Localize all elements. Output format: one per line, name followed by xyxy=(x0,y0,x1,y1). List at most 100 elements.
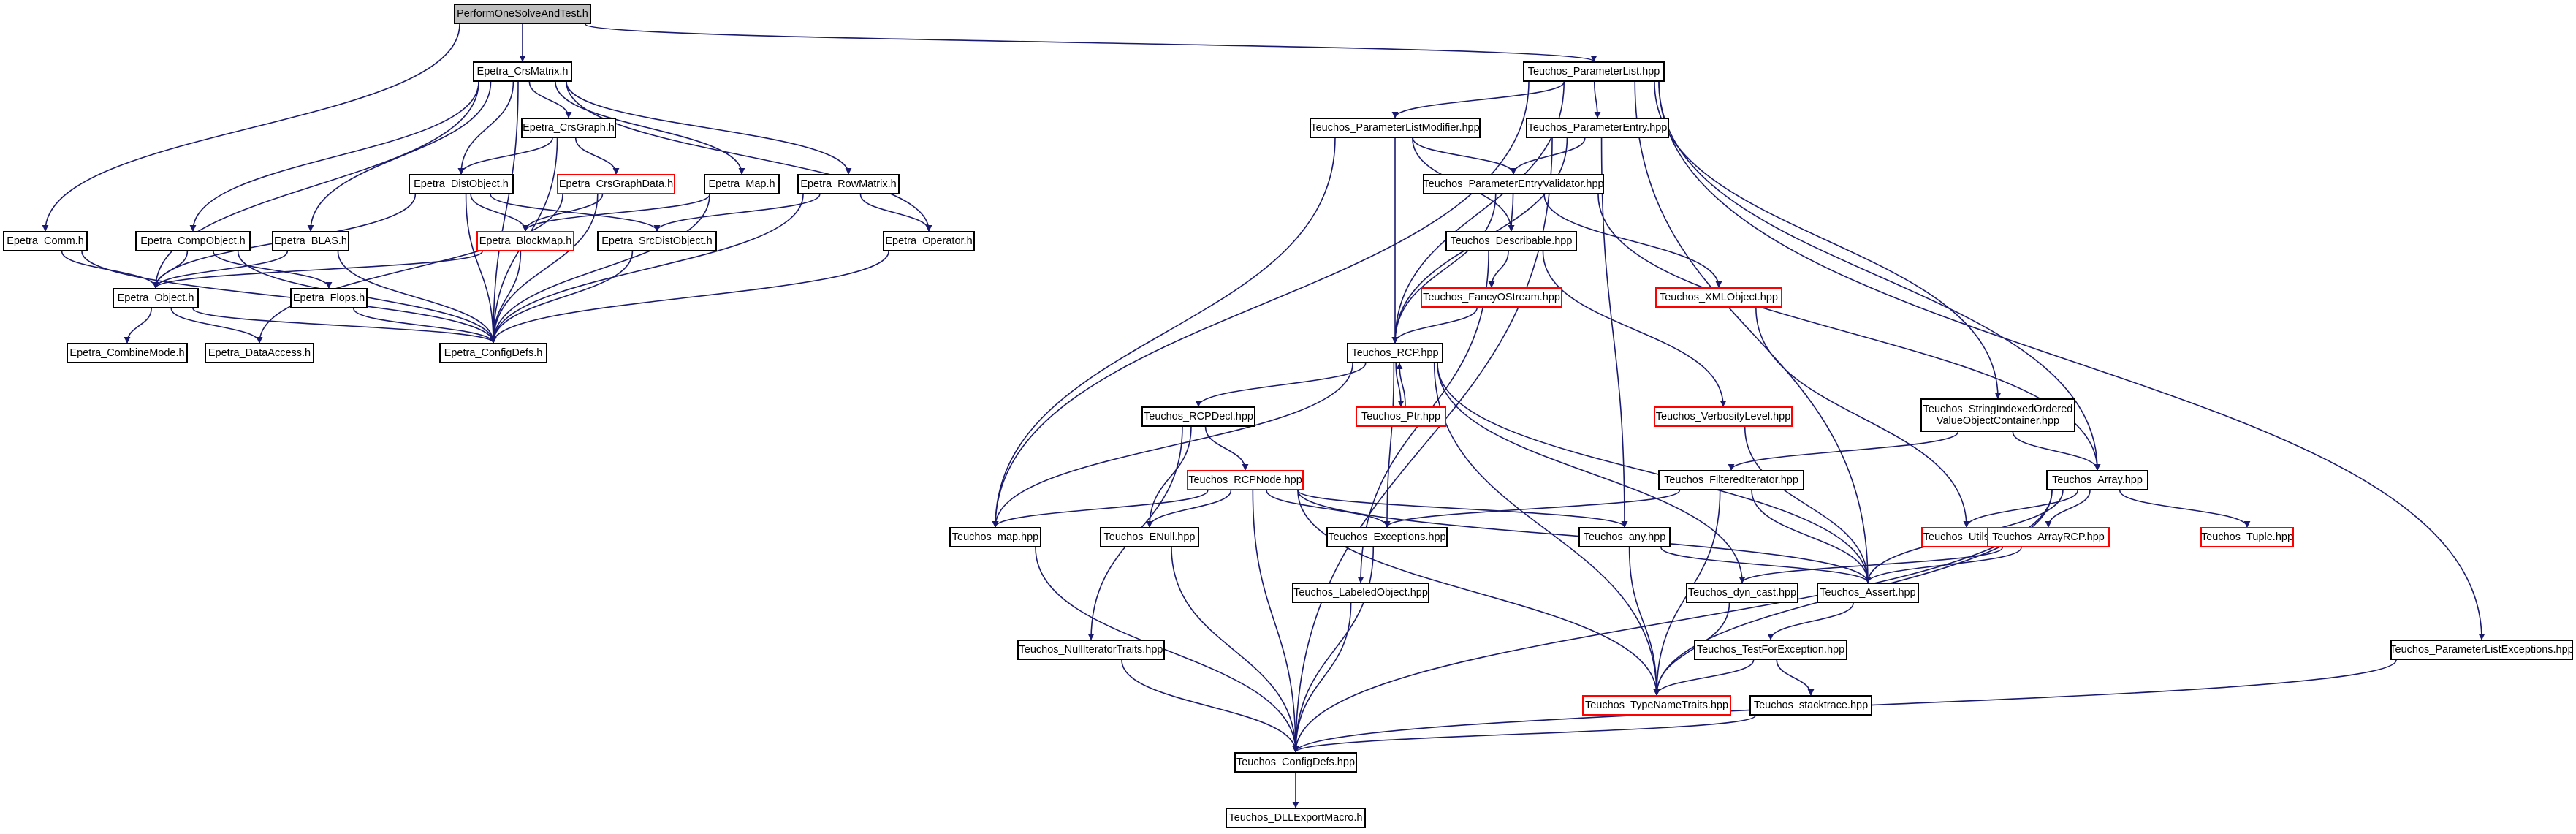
node-teuchos-verbositylevel[interactable]: Teuchos_VerbosityLevel.hpp xyxy=(1654,406,1793,427)
node-label: Epetra_CrsGraphData.h xyxy=(558,178,674,190)
edge-teuchos_testforexception-to-teuchos_stacktrace xyxy=(1776,659,1815,696)
node-teuchos-testforexception[interactable]: Teuchos_TestForException.hpp xyxy=(1694,640,1847,660)
node-label: Teuchos_LabeledObject.hpp xyxy=(1293,587,1428,599)
edge-epetra_crsgraph-to-epetra_crsgraphdata xyxy=(574,137,620,175)
edge-teuchos_rcp-to-teuchos_exceptions xyxy=(1383,363,1395,528)
node-epetra-compobject[interactable]: Epetra_CompObject.h xyxy=(135,231,251,251)
node-teuchos-stacktrace[interactable]: Teuchos_stacktrace.hpp xyxy=(1749,695,1872,716)
node-epetra-object[interactable]: Epetra_Object.h xyxy=(113,288,199,308)
edge-teuchos_stacktrace-to-teuchos_configdefs xyxy=(1292,715,1756,753)
edge-teuchos_stringindexed-to-teuchos_filterediterator xyxy=(1728,431,1959,471)
node-epetra-map[interactable]: Epetra_Map.h xyxy=(704,174,780,194)
node-label: Teuchos_VerbosityLevel.hpp xyxy=(1655,411,1791,422)
edge-teuchos_dyn_cast-to-teuchos_typenametraits xyxy=(1653,602,1730,696)
edge-teuchos_rcpnode-to-teuchos_typenametraits xyxy=(1297,490,1660,696)
node-epetra-crsgraphdata[interactable]: Epetra_CrsGraphData.h xyxy=(557,174,675,194)
edge-teuchos_rcp-to-teuchos_map xyxy=(992,363,1353,528)
node-teuchos-rcp[interactable]: Teuchos_RCP.hpp xyxy=(1347,343,1443,363)
node-label: Teuchos_DLLExportMacro.h xyxy=(1228,812,1363,824)
node-teuchos-parameterlistexceptions[interactable]: Teuchos_ParameterListExceptions.hpp xyxy=(2390,640,2574,660)
edge-teuchos_map-to-teuchos_configdefs xyxy=(1035,547,1299,753)
node-label: Epetra_DistObject.h xyxy=(414,178,509,190)
node-teuchos-labeledobject[interactable]: Teuchos_LabeledObject.hpp xyxy=(1292,583,1429,603)
edge-epetra_rowmatrix-to-epetra_configdefs xyxy=(490,194,804,344)
edge-teuchos_rcpnode-to-teuchos_exceptions xyxy=(1266,490,1391,528)
edge-epetra_rowmatrix-to-epetra_srcdistobject xyxy=(653,194,821,232)
node-teuchos-enull[interactable]: Teuchos_ENull.hpp xyxy=(1100,527,1199,547)
node-teuchos-filterediterator[interactable]: Teuchos_FilteredIterator.hpp xyxy=(1658,470,1804,490)
edge-teuchos_arrayrcp-to-teuchos_dyn_cast xyxy=(1739,547,2003,583)
node-teuchos-dllexportmacro[interactable]: Teuchos_DLLExportMacro.h xyxy=(1226,808,1366,828)
node-label: Epetra_DataAccess.h xyxy=(208,347,311,359)
node-teuchos-assert[interactable]: Teuchos_Assert.hpp xyxy=(1817,583,1919,603)
node-label: Teuchos_ENull.hpp xyxy=(1103,531,1196,543)
edge-epetra_distobject-to-epetra_srcdistobject xyxy=(490,194,661,232)
node-teuchos-exceptions[interactable]: Teuchos_Exceptions.hpp xyxy=(1326,527,1448,547)
node-label: Teuchos_ParameterListExceptions.hpp xyxy=(2390,644,2574,656)
edge-teuchos_describable-to-teuchos_fancyostream xyxy=(1488,251,1509,288)
node-epetra-blockmap[interactable]: Epetra_BlockMap.h xyxy=(476,231,574,251)
edge-teuchos_parameterlist-to-teuchos_parameterentry xyxy=(1593,81,1601,118)
node-teuchos-tuple[interactable]: Teuchos_Tuple.hpp xyxy=(2200,527,2294,547)
node-epetra-distobject[interactable]: Epetra_DistObject.h xyxy=(409,174,514,194)
node-epetra-srcdistobject[interactable]: Epetra_SrcDistObject.h xyxy=(597,231,717,251)
node-label: Epetra_BlockMap.h xyxy=(479,235,572,247)
node-teuchos-fancyostream[interactable]: Teuchos_FancyOStream.hpp xyxy=(1421,287,1562,308)
edge-epetra_crsmatrix-to-epetra_compobject xyxy=(189,81,479,232)
node-label: Epetra_Object.h xyxy=(117,292,194,304)
edge-epetra_crsmatrix-to-epetra_rowmatrix xyxy=(566,81,852,175)
node-teuchos-array[interactable]: Teuchos_Array.hpp xyxy=(2046,470,2148,490)
node-epetra-crsmatrix[interactable]: Epetra_CrsMatrix.h xyxy=(473,61,572,82)
node-epetra-flops[interactable]: Epetra_Flops.h xyxy=(290,288,368,308)
node-epetra-combinemode[interactable]: Epetra_CombineMode.h xyxy=(67,343,188,363)
edge-teuchos_array-to-teuchos_utils xyxy=(1963,490,2078,528)
edge-teuchos_testforexception-to-teuchos_typenametraits xyxy=(1653,659,1755,696)
node-teuchos-parameterlistmodifier[interactable]: Teuchos_ParameterListModifier.hpp xyxy=(1310,118,1481,138)
node-label: Teuchos_FilteredIterator.hpp xyxy=(1664,474,1798,486)
node-teuchos-any[interactable]: Teuchos_any.hpp xyxy=(1578,527,1671,547)
node-label: Teuchos_ParameterList.hpp xyxy=(1527,66,1660,77)
node-teuchos-parameterentry[interactable]: Teuchos_ParameterEntry.hpp xyxy=(1526,118,1669,138)
node-label: Epetra_BLAS.h xyxy=(274,235,347,247)
node-label: Teuchos_TypeNameTraits.hpp xyxy=(1584,700,1729,711)
node-teuchos-map[interactable]: Teuchos_map.hpp xyxy=(949,527,1041,547)
edge-teuchos_parameterlist-to-teuchos_parameterlistmodifier xyxy=(1391,81,1565,118)
node-label: Teuchos_ParameterEntry.hpp xyxy=(1527,122,1668,134)
edge-teuchos_enull-to-teuchos_configdefs xyxy=(1171,547,1299,753)
node-label: Epetra_CrsMatrix.h xyxy=(476,66,569,77)
node-teuchos-arrayrcp[interactable]: Teuchos_ArrayRCP.hpp xyxy=(1987,527,2110,547)
node-perform-one-solve-and-test[interactable]: PerformOneSolveAndTest.h xyxy=(454,4,591,24)
edge-teuchos_nulliteratortraits-to-teuchos_configdefs xyxy=(1121,659,1299,753)
edge-teuchos_describable-to-teuchos_verbositylevel xyxy=(1542,251,1727,407)
edge-epetra_map-to-epetra_blockmap xyxy=(522,194,710,232)
node-teuchos-nulliteratortraits[interactable]: Teuchos_NullIteratorTraits.hpp xyxy=(1017,640,1165,660)
node-teuchos-rcpnode[interactable]: Teuchos_RCPNode.hpp xyxy=(1187,470,1304,490)
node-epetra-rowmatrix[interactable]: Epetra_RowMatrix.h xyxy=(797,174,900,194)
node-label: Teuchos_map.hpp xyxy=(951,531,1039,543)
node-teuchos-dyn-cast[interactable]: Teuchos_dyn_cast.hpp xyxy=(1686,583,1798,603)
edge-epetra_comm-to-epetra_configdefs xyxy=(81,251,497,344)
node-teuchos-parameterentryvalidator[interactable]: Teuchos_ParameterEntryValidator.hpp xyxy=(1423,174,1604,194)
node-epetra-configdefs[interactable]: Epetra_ConfigDefs.h xyxy=(439,343,547,363)
node-epetra-blas[interactable]: Epetra_BLAS.h xyxy=(272,231,349,251)
node-teuchos-describable[interactable]: Teuchos_Describable.hpp xyxy=(1445,231,1577,251)
edge-epetra_rowmatrix-to-epetra_operator xyxy=(859,194,932,232)
node-epetra-crsgraph[interactable]: Epetra_CrsGraph.h xyxy=(521,118,616,138)
node-teuchos-parameterlist[interactable]: Teuchos_ParameterList.hpp xyxy=(1523,61,1665,82)
node-epetra-operator[interactable]: Epetra_Operator.h xyxy=(883,231,975,251)
node-teuchos-xmlobject[interactable]: Teuchos_XMLObject.hpp xyxy=(1655,287,1782,308)
node-teuchos-configdefs[interactable]: Teuchos_ConfigDefs.hpp xyxy=(1234,752,1357,773)
node-teuchos-ptr[interactable]: Teuchos_Ptr.hpp xyxy=(1356,406,1446,427)
edge-teuchos_rcp-to-teuchos_typenametraits xyxy=(1433,363,1660,696)
edge-teuchos_parameterlist-to-teuchos_array xyxy=(1658,81,2101,471)
edge-teuchos_parameterentry-to-teuchos_configdefs xyxy=(1292,137,1553,753)
edge-epetra_crsmatrix-to-epetra_configdefs xyxy=(490,81,519,344)
edge-teuchos_rcpdecl-to-teuchos_enull xyxy=(1146,426,1192,528)
node-teuchos-typenametraits[interactable]: Teuchos_TypeNameTraits.hpp xyxy=(1582,695,1731,716)
node-teuchos-rcpdecl[interactable]: Teuchos_RCPDecl.hpp xyxy=(1141,406,1255,427)
node-epetra-comm[interactable]: Epetra_Comm.h xyxy=(3,231,88,251)
node-epetra-dataaccess[interactable]: Epetra_DataAccess.h xyxy=(205,343,314,363)
edge-epetra_crsmatrix-to-epetra_crsgraph xyxy=(528,81,572,118)
